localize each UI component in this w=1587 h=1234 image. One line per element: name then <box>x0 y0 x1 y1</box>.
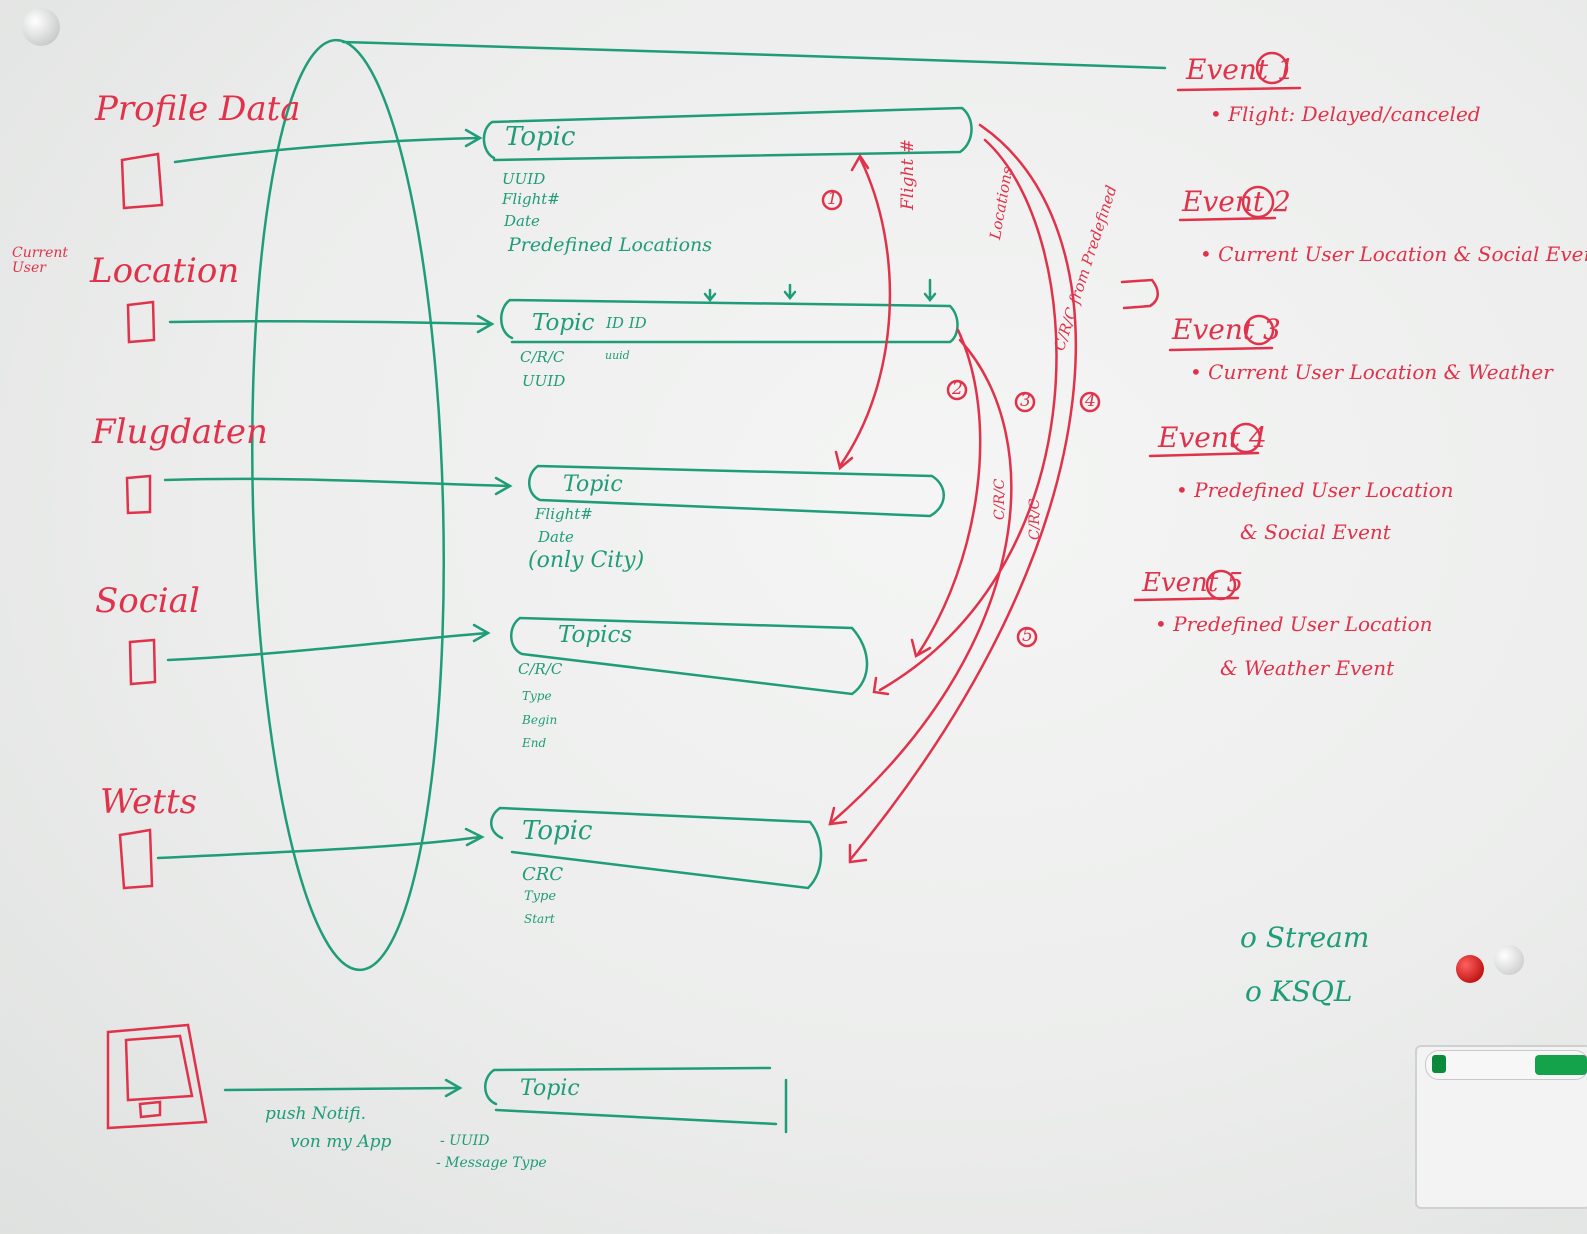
topic-label-1: Topic <box>505 122 576 152</box>
event-desc: • Current User Location & Weather <box>1190 360 1553 384</box>
event-title-4: Event 4 <box>1158 421 1267 454</box>
topic-label-3: Topic <box>563 472 623 497</box>
profile-arrow <box>173 136 480 164</box>
topic-aside-uuid: uuid <box>605 349 630 362</box>
topic-field: UUID <box>502 170 546 188</box>
topic-field: CRC <box>522 864 564 885</box>
legend-stream: o Stream <box>1240 921 1370 954</box>
topic-label-6: Topic <box>520 1076 580 1101</box>
topic-field: Predefined Locations <box>508 234 713 256</box>
weather-arrow <box>156 835 482 860</box>
event2-arrow-upper <box>878 138 1058 692</box>
topic-field: End <box>522 736 547 750</box>
topic-field: C/R/C <box>520 348 565 366</box>
circled-number-1: 1 <box>827 189 838 209</box>
event-desc: & Weather Event <box>1220 656 1395 680</box>
magnet-white-corner <box>22 8 60 46</box>
source-label-flight: Flugdaten <box>92 412 268 452</box>
event-title-5: Event 5 <box>1142 568 1244 598</box>
event4-arrow <box>848 123 1077 862</box>
circled-number-5: 5 <box>1022 626 1033 646</box>
topic-cylinder-5 <box>490 806 823 890</box>
push-note-line2: von my App <box>290 1132 392 1152</box>
topic-cylinder-3 <box>528 464 945 518</box>
marker-ring <box>1432 1055 1446 1073</box>
topic-cylinder-4 <box>510 616 869 696</box>
stream-line <box>341 40 1167 70</box>
source-label-location: Location <box>90 251 240 291</box>
event-title-2: Event 2 <box>1182 185 1291 218</box>
topic-field: (only City) <box>528 548 645 573</box>
phone-device-icon <box>106 1023 208 1130</box>
event2-arrow <box>916 328 982 656</box>
topic-field: Date <box>504 212 540 230</box>
topic-field: C/R/C <box>518 660 563 678</box>
event-title-3: Event 3 <box>1172 313 1281 346</box>
weather-device-icon <box>118 828 154 890</box>
profile-device-icon <box>120 152 164 210</box>
ingest-ellipse <box>251 38 445 972</box>
magnet-red <box>1456 955 1484 983</box>
flight-number-label: Flight # <box>898 139 918 210</box>
topic-field: UUID <box>522 372 566 390</box>
flight-number-arrow <box>838 156 892 468</box>
location-arrow <box>168 319 494 326</box>
social-device-icon <box>128 638 157 686</box>
push-field: - Message Type <box>436 1155 547 1171</box>
topic-label-4: Topics <box>558 622 633 648</box>
topic-field: Start <box>524 912 555 926</box>
topic-label-5: Topic <box>522 816 593 846</box>
topic-cylinder-1 <box>482 106 973 162</box>
source-label-weather: Wetts <box>100 782 198 822</box>
crc-label-2: C/R/C <box>1027 498 1043 540</box>
flight-arrow <box>163 477 512 488</box>
magnet-white <box>1494 945 1524 975</box>
topic-field: Date <box>538 528 574 546</box>
source-label-location-prefix: Current User <box>12 245 69 277</box>
topic-aside: ID ID <box>606 314 647 332</box>
push-note-line1: push Notifi. <box>265 1104 367 1124</box>
topic-field: Flight# <box>535 505 593 523</box>
flight-device-icon <box>125 474 152 515</box>
circled-number-4: 4 <box>1085 391 1096 411</box>
source-label-social: Social <box>95 581 200 621</box>
topic-field: Flight# <box>502 190 560 208</box>
event3-arrow <box>830 338 1013 824</box>
location-device-icon <box>126 300 156 344</box>
source-label-profile: Profile Data <box>95 89 301 129</box>
event-desc: • Flight: Delayed/canceled <box>1210 102 1481 126</box>
topic-field: Begin <box>522 713 558 727</box>
social-arrow <box>166 631 490 662</box>
topic-label-2: Topic <box>532 310 595 336</box>
topic-cylinder-2 <box>500 298 959 344</box>
event-desc: • Predefined User Location <box>1176 478 1454 502</box>
push-field: - UUID <box>440 1133 490 1149</box>
event-title-1: Event 1 <box>1186 53 1295 86</box>
circled-number-2: 2 <box>952 379 963 399</box>
marker-cap <box>1535 1055 1587 1075</box>
push-arrow <box>223 1086 462 1092</box>
legend-ksql: o KSQL <box>1245 975 1353 1008</box>
crc-label-1: C/R/C <box>992 478 1008 520</box>
event-desc: & Social Event <box>1240 520 1391 544</box>
circled-number-3: 3 <box>1020 391 1031 411</box>
topic-cylinder-6 <box>484 1066 788 1134</box>
topic-field: Type <box>524 889 557 904</box>
event-desc: • Current User Location & Social Event <box>1200 242 1587 266</box>
event-desc: • Predefined User Location <box>1155 612 1433 636</box>
topic-field: Type <box>522 689 552 703</box>
